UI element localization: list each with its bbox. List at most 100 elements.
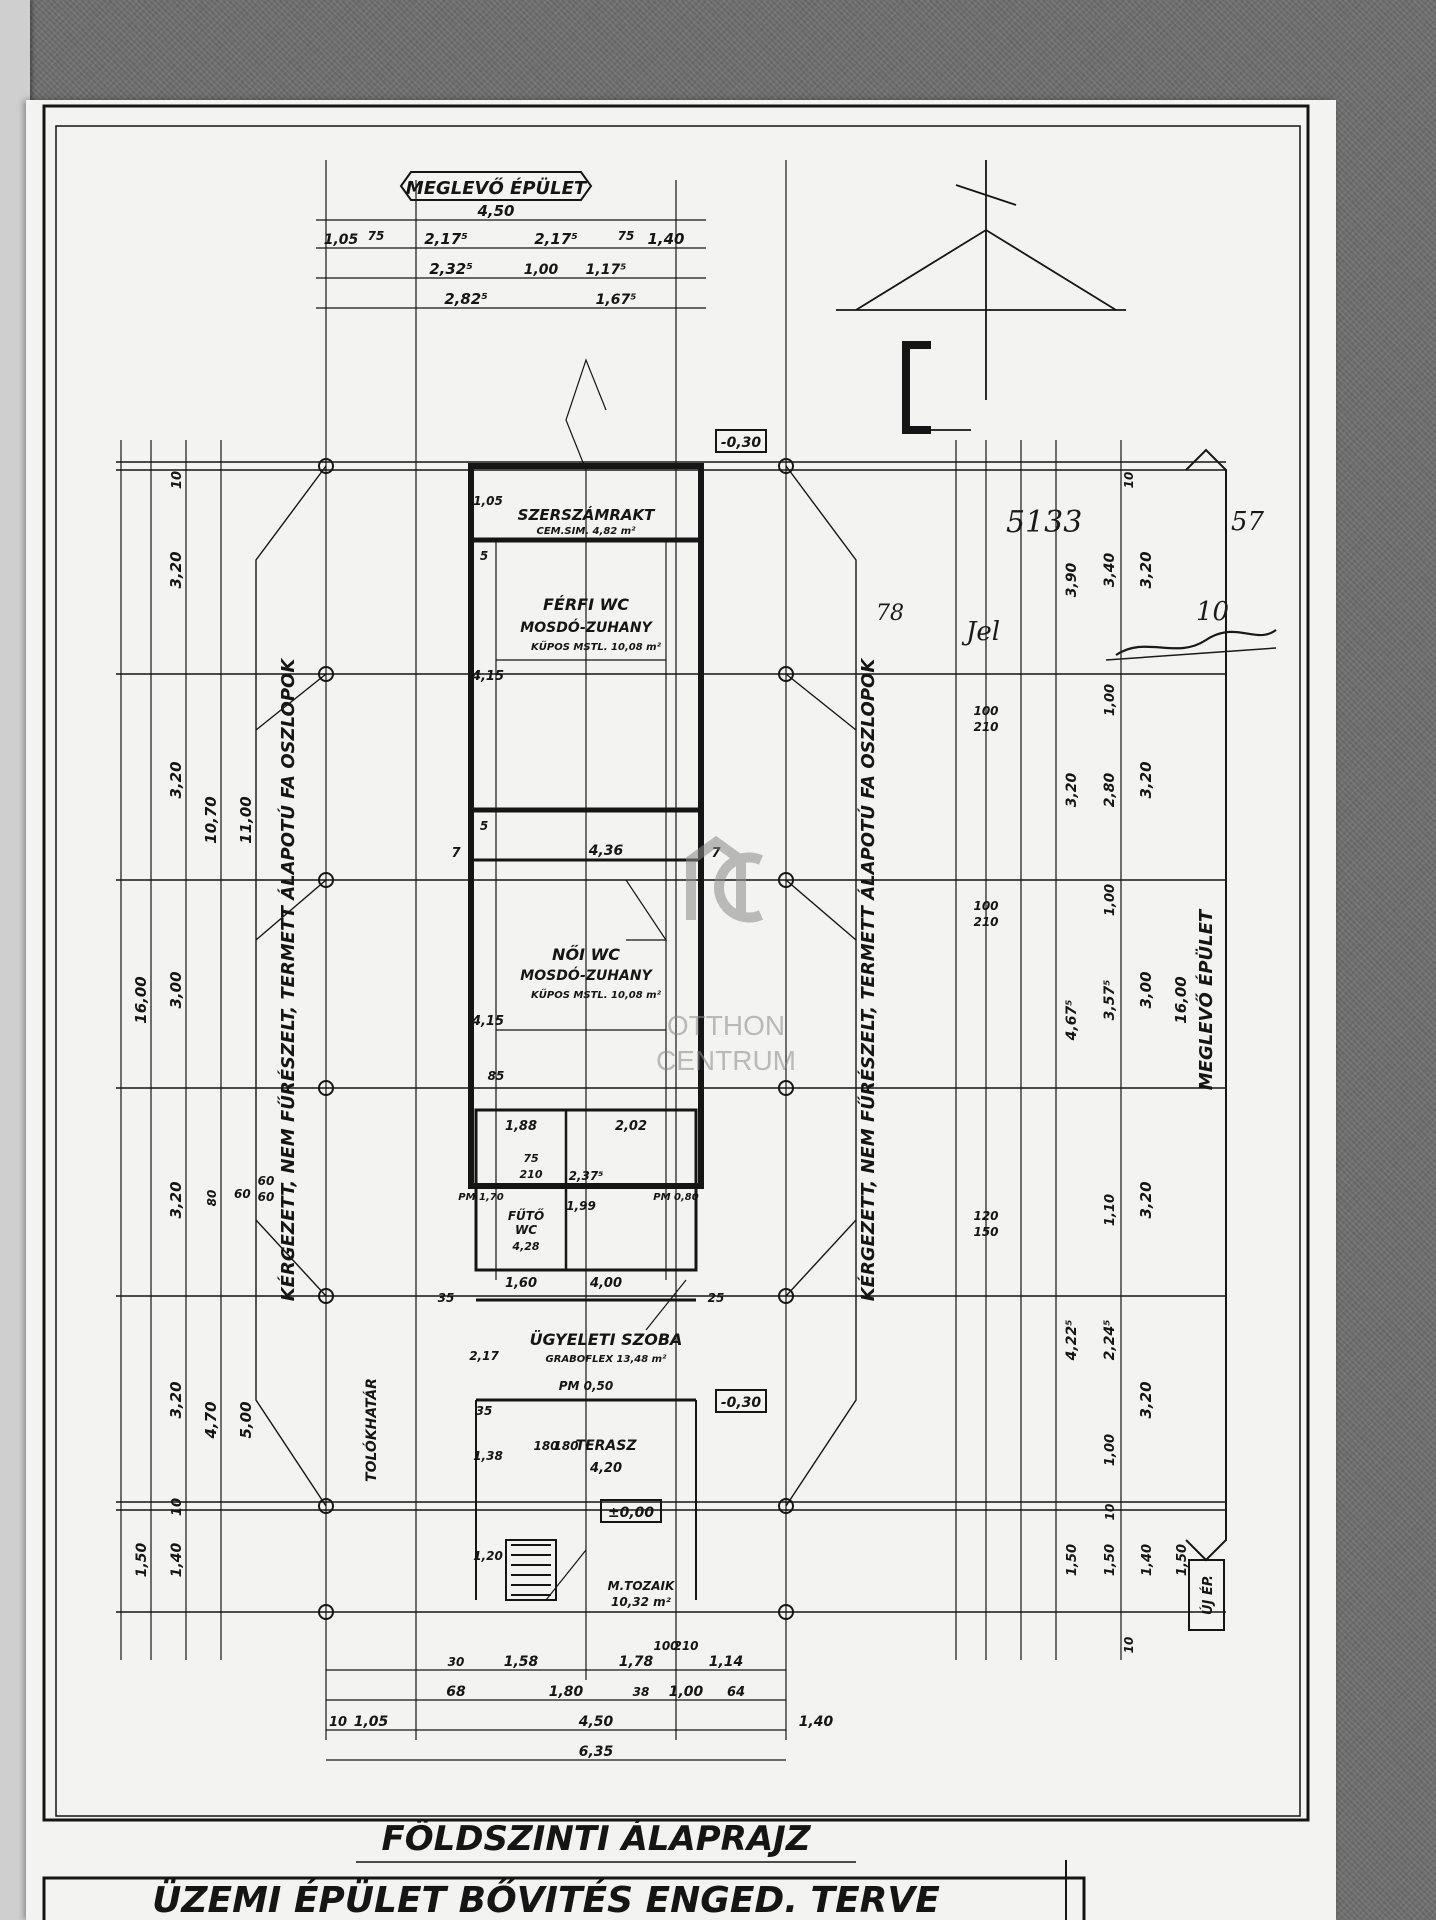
- inner-dim-r: 25: [708, 1291, 725, 1305]
- inner-dim-q: 35: [438, 1291, 455, 1305]
- top-dim-total: 4,50: [476, 202, 514, 220]
- existing-building-top-label: MEGLEVŐ ÉPÜLET: [406, 177, 588, 199]
- room-duty-floor: GRABOFLEX 13,48 m²: [546, 1354, 668, 1365]
- inner-dim-men: 4,15: [471, 669, 504, 684]
- bottom-dim-k: 4,50: [578, 1714, 614, 1730]
- inner-dim-pm2: PM 0,80: [653, 1192, 698, 1203]
- handwriting-jel: Jel: [961, 617, 1000, 647]
- inner-dim-d: 1,99: [566, 1199, 596, 1213]
- binder-page-edge: [0, 0, 30, 1920]
- inner-dim-j: 1,38: [473, 1449, 503, 1463]
- room-duty-name: ÜGYELETI SZOBA: [530, 1330, 683, 1349]
- inner-dim-pm3: PM 0,50: [559, 1379, 614, 1393]
- roof-edge-label: TOLÓKHATÁR: [362, 1378, 380, 1482]
- bottom-dim-b: 1,78: [619, 1654, 654, 1670]
- top-dim-f: 1,40: [647, 230, 684, 248]
- left-dim-10: 5,00: [237, 1401, 255, 1438]
- top-dim-i: 1,17⁵: [586, 262, 627, 278]
- title-block-text: ÜZEMI ÉPÜLET BŐVITÉS ENGED. TERVE: [152, 1879, 940, 1920]
- level-top: -0,30: [721, 435, 762, 451]
- bottom-dim-h: 64: [727, 1685, 745, 1700]
- right-door-1h: 210: [973, 720, 998, 734]
- inner-door-h: 210: [520, 1168, 543, 1181]
- bottom-dim-l: 1,40: [799, 1714, 834, 1730]
- top-dim-a: 1,05: [324, 232, 359, 248]
- room-women-wc-sub: MOSDÓ-ZUHANY: [520, 966, 653, 984]
- room-mosaic-floor: 10,32 m²: [611, 1595, 672, 1609]
- column-markers: [318, 458, 794, 1620]
- right-dim-3: 3,90: [1064, 562, 1080, 597]
- right-dim-10: 3,57⁵: [1102, 980, 1118, 1021]
- handwriting-10: 10: [1196, 597, 1229, 627]
- room-terrace-name: TERASZ: [576, 1438, 638, 1454]
- top-dim-d: 2,17⁵: [534, 230, 578, 248]
- right-dim-17: 1,00: [1103, 1434, 1118, 1466]
- top-dim-b: 75: [368, 229, 385, 243]
- bottom-dim-j: 1,05: [354, 1714, 389, 1730]
- inner-dim-a: 1,88: [505, 1119, 537, 1134]
- top-dimension-lines: [316, 219, 706, 309]
- room-men-wc-floor: KŰPOS MSTL. 10,08 m²: [531, 639, 662, 653]
- right-dimension-texts: 3,20 3,40 3,90 1,00 2,80 3,20 3,20 1,00 …: [1064, 472, 1190, 1654]
- column-note-left: KÉRGEZETT, NEM FŰRÉSZELT, TERMETT ÁLAPOT…: [277, 657, 299, 1302]
- right-dim-13: 1,10: [1103, 1194, 1118, 1226]
- right-dim-24: 10: [1103, 1504, 1117, 1521]
- bottom-dim-m: 6,35: [579, 1744, 614, 1760]
- room-terrace-floor: 4,20: [589, 1461, 622, 1476]
- bottom-dim-e: 1,80: [549, 1684, 584, 1700]
- right-dim-22: 1,50: [1175, 1544, 1190, 1576]
- left-window-h: 60: [258, 1190, 275, 1204]
- bottom-dim-n: 30: [448, 1655, 465, 1669]
- top-dim-j: 2,82⁵: [444, 290, 488, 308]
- right-dim-11: 4,67⁵: [1064, 1000, 1080, 1042]
- watermark-line2: CENTRUM: [656, 1045, 796, 1076]
- right-dim-19: 1,50: [1065, 1544, 1080, 1576]
- right-dim-25: 10: [1122, 1637, 1136, 1654]
- inner-dim-pm1: PM 1,70: [458, 1192, 503, 1203]
- diagonal-leaders: [255, 465, 857, 1507]
- bottom-dim-g: 1,00: [669, 1684, 704, 1700]
- plan-title: FÖLDSZINTI ÁLAPRAJZ: [382, 1818, 812, 1859]
- drawing-frame: [42, 104, 1310, 1822]
- right-dim-16: 4,22⁵: [1064, 1320, 1080, 1362]
- left-dim-13: 10: [170, 471, 185, 489]
- stair-hatching: [511, 1544, 551, 1596]
- room-boiler-sub: WC: [515, 1223, 537, 1237]
- inner-dim-h: 180: [533, 1439, 558, 1453]
- right-dim-2: 3,40: [1102, 552, 1118, 587]
- dimension-lines-vertical: [120, 160, 1122, 1740]
- inner-dim-c: 2,37⁵: [569, 1169, 604, 1183]
- bottom-dim-a: 1,58: [504, 1654, 539, 1670]
- bottom-dim-c: 1,14: [709, 1654, 744, 1670]
- left-dim-5: 3,20: [167, 1381, 185, 1418]
- right-dim-14: 3,20: [1137, 1181, 1155, 1218]
- right-dim-9: 3,00: [1137, 971, 1155, 1008]
- inner-dim-n: 5: [480, 549, 488, 563]
- right-dim-6: 3,20: [1137, 761, 1155, 798]
- top-dim-k: 1,67⁵: [596, 292, 637, 308]
- right-door-2h: 150: [973, 1225, 998, 1239]
- room-boiler-name: FŰTŐ: [508, 1208, 544, 1223]
- right-dim-5: 2,80: [1102, 772, 1118, 807]
- otthon-centrum-watermark: OTTHON CENTRUM: [656, 835, 796, 1076]
- right-dim-20: 1,50: [1103, 1544, 1118, 1576]
- left-window-w: 60: [258, 1174, 275, 1188]
- left-dim-9: 4,70: [202, 1401, 220, 1439]
- right-door-3w: 100: [973, 899, 998, 913]
- left-dim-15: 60: [234, 1187, 251, 1201]
- stair-door-h: 210: [673, 1639, 698, 1653]
- existing-building-right-label: MEGLEVŐ ÉPÜLET: [1195, 908, 1217, 1090]
- left-dim-12: 1,40: [169, 1542, 185, 1577]
- right-dim-23: 10: [1122, 472, 1136, 489]
- left-dim-14: 10: [170, 1498, 185, 1516]
- inner-dim-l: 7: [451, 846, 461, 861]
- watermark-line1: OTTHON: [667, 1010, 785, 1041]
- right-dim-15: 2,24⁵: [1102, 1320, 1118, 1361]
- right-dim-18: 3,20: [1137, 1381, 1155, 1418]
- level-mid: -0,30: [721, 1395, 762, 1411]
- inner-dim-e: 1,60: [505, 1276, 537, 1291]
- grid-lines-horizontal: [116, 461, 1226, 1613]
- left-dim-7: 11,00: [237, 796, 255, 843]
- top-dim-e: 75: [618, 229, 635, 243]
- inner-dim-width: 4,36: [588, 843, 624, 859]
